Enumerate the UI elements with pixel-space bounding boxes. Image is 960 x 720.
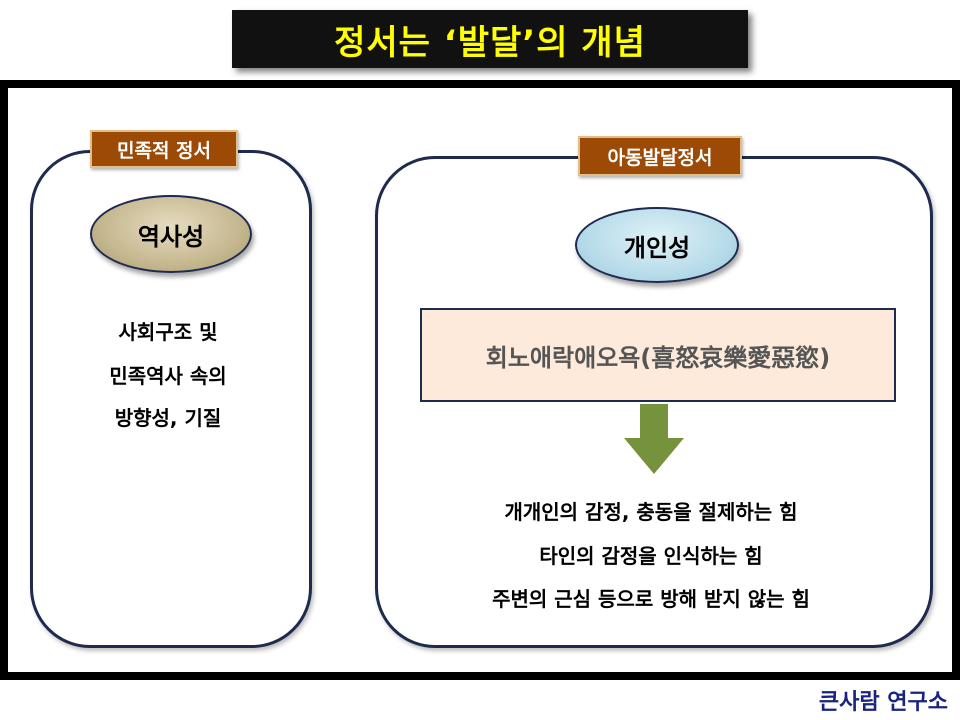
left-text-line-3: 방향성, 기질 [114,406,222,430]
footer-credit: 큰사람 연구소 [818,690,948,715]
child-development-tag: 아동발달정서 [578,136,742,176]
down-arrow-icon [624,404,684,474]
right-text-line-2: 타인의 감정을 인식하는 힘 [539,544,763,568]
title-banner: 정서는 ‘발달’의 개념 [232,10,748,68]
left-text-line-1: 사회구조 및 [118,320,218,344]
left-text-line-2: 민족역사 속의 [109,364,227,388]
right-text-line-3: 주변의 근심 등으로 방해 받지 않는 힘 [492,587,810,611]
history-oval: 역사성 [90,195,252,273]
page-title: 정서는 ‘발달’의 개념 [334,22,646,63]
right-text-line-1: 개개인의 감정, 충동을 절제하는 힘 [504,500,798,524]
emotion-box: 회노애락애오욕(喜怒哀樂愛惡慾) [420,308,896,402]
ethnic-emotion-tag: 민족적 정서 [90,130,238,168]
emotion-text: 회노애락애오욕(喜怒哀樂愛惡慾) [485,343,831,372]
individuality-oval: 개인성 [575,207,739,283]
